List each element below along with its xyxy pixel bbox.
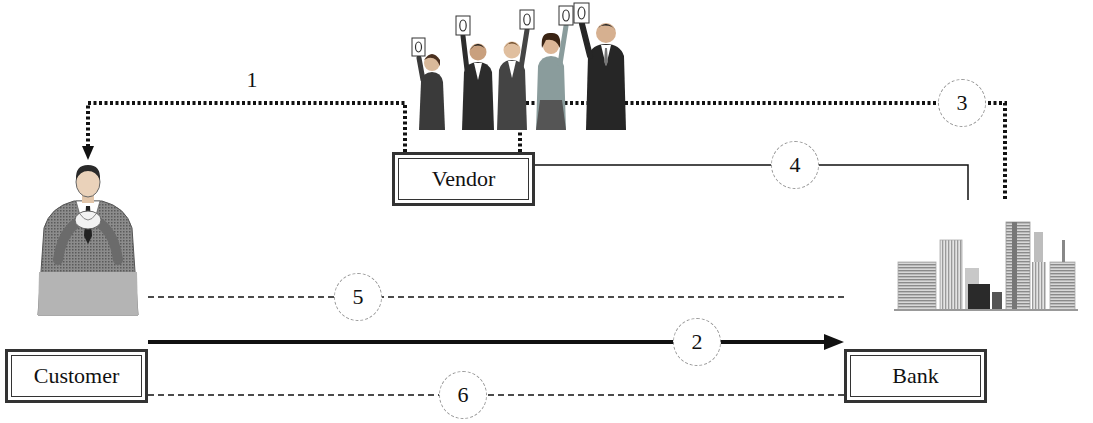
illustration-part — [497, 10, 534, 130]
illustration-part — [582, 24, 590, 56]
illustration-part — [38, 201, 138, 315]
illustration-part — [578, 7, 585, 19]
illustration-part — [456, 16, 494, 130]
illustration-part — [38, 272, 138, 315]
illustration-part — [416, 42, 422, 52]
illustration-part — [1034, 232, 1043, 262]
label-frame: Customer — [5, 349, 148, 403]
illustration-part — [898, 262, 936, 310]
callout-circle: 5 — [334, 273, 382, 321]
node-label: Bank — [892, 363, 938, 389]
illustration-part — [460, 20, 466, 31]
illustration-part — [536, 100, 566, 130]
illustration-part — [596, 23, 616, 43]
arrowhead — [82, 146, 94, 160]
illustration-part — [1050, 262, 1075, 310]
callout-circle: 4 — [771, 141, 819, 189]
illustration-part — [508, 61, 516, 78]
illustration-part — [504, 42, 521, 59]
callout-number: 5 — [353, 284, 364, 310]
connector-line — [148, 394, 844, 396]
illustration-part — [968, 284, 990, 310]
node-label: Customer — [34, 363, 120, 389]
callout-number: 1 — [247, 67, 258, 93]
callout-circle: 2 — [673, 318, 721, 366]
illustration-part — [497, 60, 527, 130]
illustration-part — [574, 3, 589, 23]
connector — [148, 395, 844, 396]
vendor-figures — [412, 3, 626, 130]
illustration-part — [412, 38, 425, 56]
illustration-part — [1032, 262, 1046, 310]
illustration-part — [524, 14, 530, 25]
illustration-part — [536, 6, 573, 130]
illustration-part — [424, 54, 440, 66]
connector — [82, 103, 405, 160]
connector-line — [148, 340, 825, 344]
connector-line — [148, 296, 844, 298]
illustration-part — [419, 58, 423, 80]
illustration-part — [80, 214, 96, 220]
illustration-part — [474, 63, 482, 80]
illustration-part — [542, 33, 561, 48]
callout-circle: 6 — [439, 371, 487, 419]
customer-figure — [38, 165, 138, 315]
callout-number: 6 — [458, 382, 469, 408]
node-area: Bank — [844, 200, 1085, 403]
illustration-part — [76, 165, 100, 180]
callout-number: 2 — [692, 329, 703, 355]
callout-number: 3 — [957, 90, 968, 116]
illustration-part — [1062, 240, 1065, 262]
illustration-part — [1012, 222, 1017, 310]
illustration-part — [412, 38, 445, 130]
illustration-part — [563, 10, 569, 21]
illustration-part — [992, 292, 1002, 310]
illustration-part — [520, 10, 534, 29]
illustration-part — [601, 45, 611, 66]
illustration-part — [463, 36, 467, 70]
label-frame-inner: Customer — [11, 355, 142, 397]
illustration-part — [470, 44, 487, 61]
illustration-part — [58, 222, 78, 260]
label-frame: Bank — [844, 349, 987, 403]
illustration-part — [894, 309, 1078, 311]
illustration-part — [456, 16, 470, 35]
illustration-part — [940, 240, 962, 310]
illustration-part — [424, 55, 440, 71]
bank-buildings — [894, 222, 1078, 311]
illustration-part — [75, 211, 101, 229]
illustration-part — [1006, 222, 1030, 310]
label-frame-inner: Bank — [850, 355, 981, 397]
illustration-part — [559, 6, 573, 25]
connector-line — [88, 103, 405, 152]
node-area: Customer — [5, 160, 148, 403]
connector — [148, 334, 844, 350]
callout-number: 4 — [790, 152, 801, 178]
illustration-part — [504, 42, 520, 48]
arrowhead — [824, 334, 844, 350]
label-frame-inner: Vendor — [398, 158, 529, 200]
illustration-part — [596, 24, 616, 31]
connector — [535, 165, 968, 200]
illustration-part — [604, 48, 608, 66]
node-area: Vendor — [392, 152, 535, 206]
node-label: Vendor — [432, 166, 496, 192]
illustration-part — [76, 201, 100, 244]
illustration-part — [470, 44, 486, 50]
illustration-part — [560, 26, 566, 64]
illustration-part — [98, 222, 118, 260]
callout-holder: 1 — [244, 66, 261, 94]
illustration-part — [574, 3, 626, 130]
illustration-part — [521, 30, 527, 68]
callout-circle: 3 — [938, 79, 986, 127]
connector-line — [535, 165, 968, 200]
connector — [148, 297, 844, 298]
label-frame: Vendor — [392, 152, 535, 206]
illustration-part — [536, 56, 566, 130]
